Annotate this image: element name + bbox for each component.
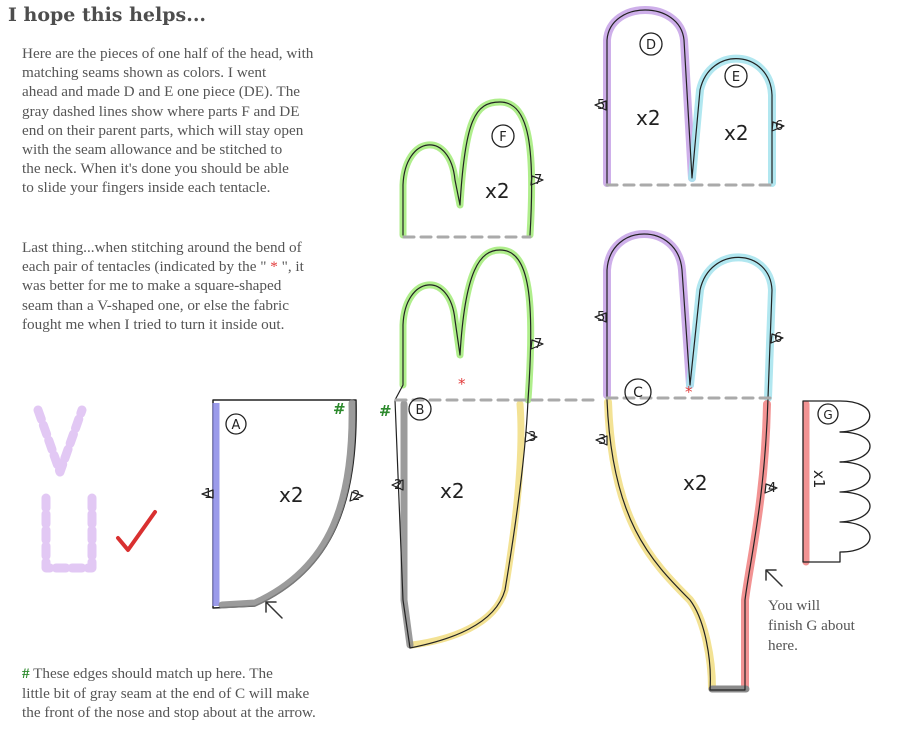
tip-line: each pair of tentacles (indicated by the… [22,257,304,276]
piece-d-letter: D [646,38,656,53]
note-line: # These edges should match up here. The [22,664,316,684]
g-note-line: here. [768,636,798,654]
notch-d-left [594,100,607,111]
intro-line: the neck. When it's done you should be a… [22,160,289,178]
star-mark-f: * [458,375,466,393]
intro-line: gray dashed lines show where parts F and… [22,102,300,120]
notch-upper-c-left [594,312,607,323]
notch-number: 2 [394,478,402,493]
notch-number: 7 [534,173,542,188]
piece-d-count: x2 [636,106,661,130]
notch-c-right [764,483,778,494]
notch-number: 3 [598,433,606,448]
notch-c-left [595,435,608,446]
piece-g [802,400,871,566]
tip-line: was better for me to make a square-shape… [22,277,282,295]
piece-de [594,6,785,187]
note-line: little bit of gray seam at the end of C … [22,684,310,702]
notch-number: 3 [528,430,536,445]
piece-f-count: x2 [485,179,510,203]
tip-text: each pair of tentacles (indicated by the… [22,258,271,276]
intro-paragraph: Here are the pieces of one half of the h… [22,44,313,198]
match-note: # These edges should match up here. The … [22,664,316,723]
notch-a-right [349,491,364,502]
piece-c [594,230,784,693]
arrow-icon [265,601,283,619]
notch-number: 5 [597,98,605,113]
piece-f-letter: F [499,130,506,145]
tip-line: Last thing...when stitching around the b… [22,239,302,256]
note-line: the front of the nose and stop about at … [22,704,316,721]
intro-line: matching seams shown as colors. I went [22,64,267,82]
seam-illustration [33,405,157,573]
arrow-icon [765,569,783,587]
piece-c-letter: C [633,385,643,401]
notch-a-left [201,489,214,499]
notch-f-right [530,175,544,186]
hash-mark-a: # [333,400,346,418]
piece-b-count: x2 [440,479,465,503]
notch-b-right [524,431,538,443]
notch-b-left [391,479,404,491]
notch-number: 5 [597,310,605,325]
notch-number: 2 [352,489,360,504]
hash-mark-b: # [379,402,392,420]
page-title: I hope this helps... [8,4,207,26]
intro-line: to slide your fingers inside each tentac… [22,179,271,197]
piece-f [399,98,544,239]
piece-e-count: x2 [724,121,749,145]
notch-number: 6 [775,119,783,134]
intro-line: Here are the pieces of one half of the h… [22,45,314,62]
tip-paragraph: Last thing...when stitching around the b… [22,238,304,334]
piece-c-count: x2 [683,471,708,495]
note-text: These edges should match up here. The [29,665,273,682]
piece-b [391,246,602,649]
star-mark: * [270,258,278,276]
notch-e-right [771,121,785,132]
check-mark-icon [116,510,157,552]
star-mark-c: * [685,383,693,401]
tip-text: ", it [277,258,304,276]
piece-a-letter: A [232,418,241,433]
g-note-line: You will [768,597,821,614]
notch-number: 4 [768,481,776,496]
intro-line: with the seam allowance and be stitched … [22,141,283,159]
piece-a [201,399,364,619]
g-note-line: finish G about [768,616,855,634]
notch-number: 7 [534,337,542,352]
tip-line: seam than a V-shaped one, or else the fa… [22,296,289,314]
notch-b-top-right [530,339,544,350]
piece-e-letter: E [732,70,740,85]
piece-g-count: x1 [810,470,828,488]
piece-a-count: x2 [279,483,304,507]
tip-line: fought me when I tried to turn it inside… [22,315,285,333]
hash-mark: # [22,665,30,682]
notch-number: 6 [774,331,782,346]
intro-line: end on their parent parts, which will st… [22,121,304,139]
piece-b-letter: B [416,403,425,418]
piece-g-letter: G [823,408,832,422]
notch-number: 1 [204,487,212,502]
g-note: You will finish G about here. [768,596,855,655]
notch-upper-c-right [770,333,784,344]
intro-line: ahead and made D and E one piece (DE). T… [22,83,301,101]
